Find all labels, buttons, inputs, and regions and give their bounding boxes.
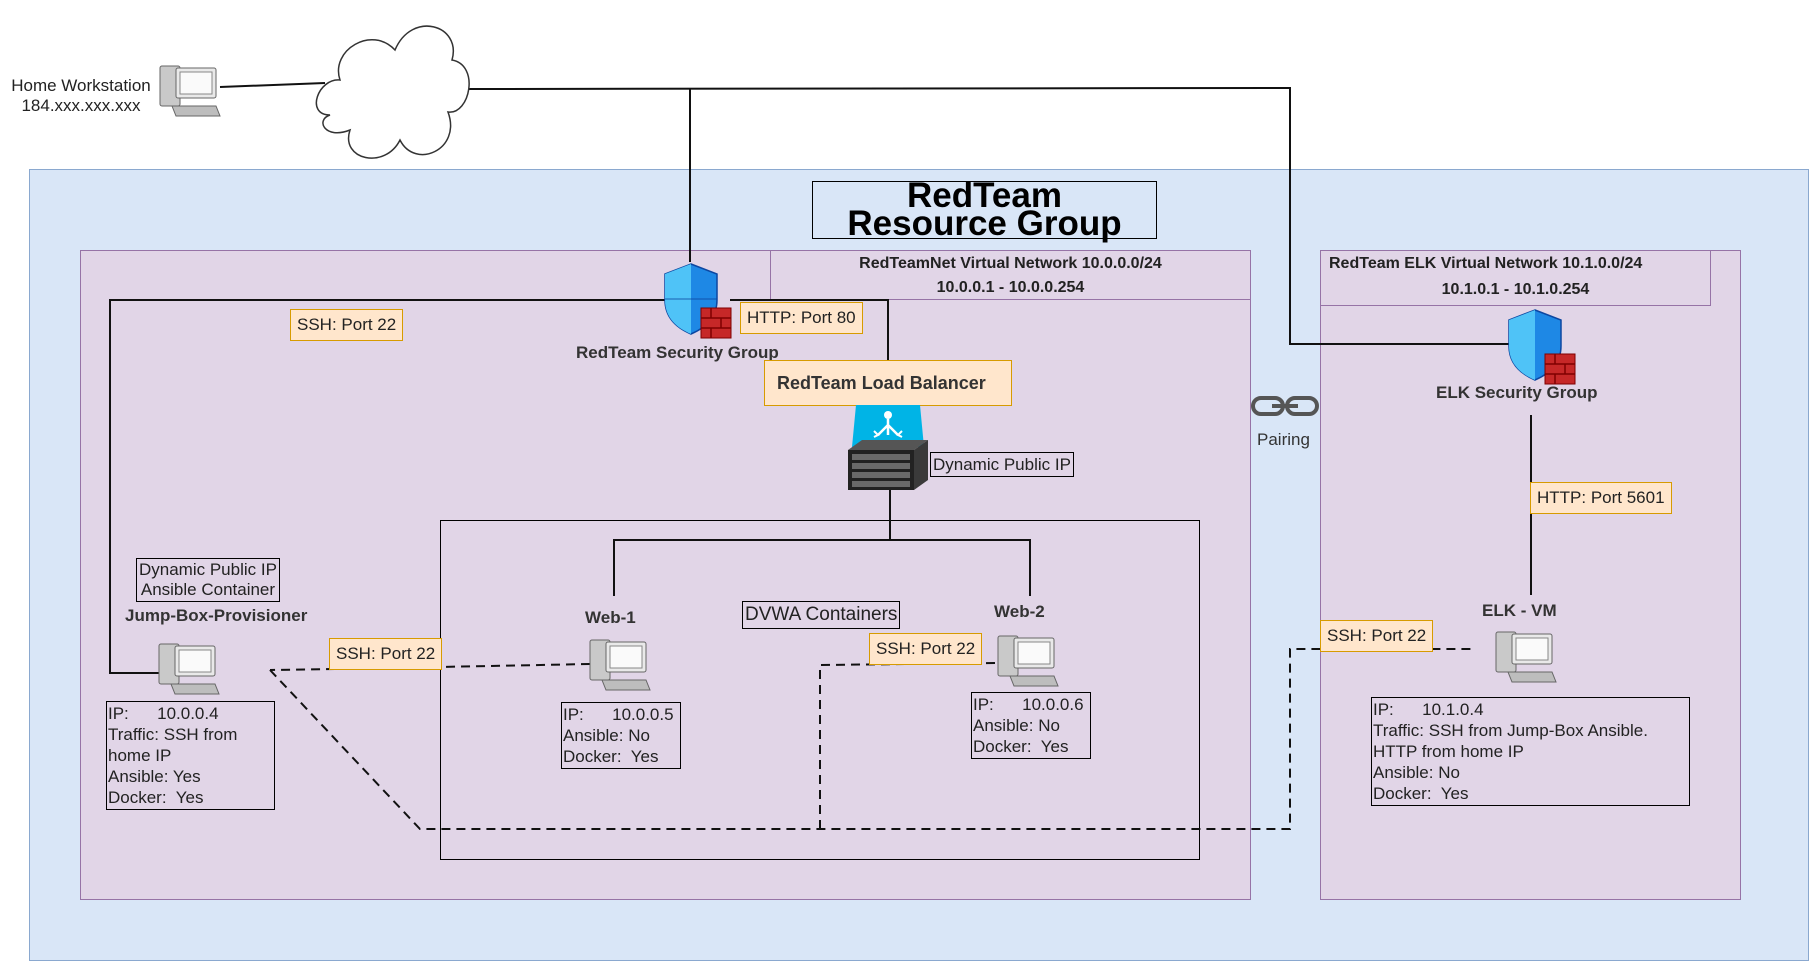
elk-vnet-header: RedTeam ELK Virtual Network 10.1.0.0/24 … xyxy=(1320,250,1711,306)
elk-vm-ip: IP: 10.1.0.4 xyxy=(1373,700,1484,719)
resource-group-title-line1: RedTeam xyxy=(907,176,1062,215)
redteam-vnet-range: 10.0.0.1 - 10.0.0.254 xyxy=(936,279,1085,296)
pairing-link-icon xyxy=(1251,396,1319,416)
load-balancer-icon xyxy=(852,405,924,447)
web1-ansible: Ansible: No xyxy=(563,726,650,745)
redteam-vnet-title: RedTeamNet Virtual Network 10.0.0.0/24 xyxy=(859,255,1162,272)
pairing-label: Pairing xyxy=(1257,430,1310,449)
web2-name: Web-2 xyxy=(994,602,1045,621)
redteam-security-group-label: RedTeam Security Group xyxy=(576,343,779,362)
redteam-load-balancer-label: RedTeam Load Balancer xyxy=(777,373,986,393)
elk-vm-info: IP: 10.1.0.4 Traffic: SSH from Jump-Box … xyxy=(1371,697,1690,806)
web1-info: IP: 10.0.0.5 Ansible: No Docker: Yes xyxy=(561,702,681,769)
server-icon xyxy=(848,440,928,490)
internet-bus-line xyxy=(457,86,1510,345)
home-workstation-icon xyxy=(159,65,221,117)
elk-vm-docker: Docker: Yes xyxy=(1373,784,1469,803)
jumpbox-ansible: Ansible: Yes xyxy=(108,767,201,786)
elk-vm-name: ELK - VM xyxy=(1482,601,1557,620)
jumpbox-docker: Docker: Yes xyxy=(108,788,204,807)
resource-group-title-line2: Resource Group xyxy=(847,204,1122,243)
dvwa-containers-label: DVWA Containers xyxy=(742,601,901,629)
ssh-dashed-bus-line xyxy=(269,648,1476,830)
sg-jumpbox-line xyxy=(109,299,665,674)
redteam-vnet-header: RedTeamNet Virtual Network 10.0.0.0/24 1… xyxy=(770,250,1251,300)
elk-vnet-title: RedTeam ELK Virtual Network 10.1.0.0/24 xyxy=(1329,255,1643,272)
jumpbox-tag-line1: Dynamic Public IP xyxy=(139,560,277,579)
jumpbox-traffic: Traffic: SSH from xyxy=(108,725,238,744)
web2-ip: IP: 10.0.0.6 xyxy=(973,695,1084,714)
web2-computer-icon xyxy=(997,635,1059,687)
jumpbox-tag: Dynamic Public IP Ansible Container xyxy=(136,558,280,602)
ssh-port-22-elk: SSH: Port 22 xyxy=(1320,620,1434,652)
elk-security-group-label: ELK Security Group xyxy=(1436,383,1598,402)
web1-computer-icon xyxy=(589,639,651,691)
ssh-port-22-web2: SSH: Port 22 xyxy=(869,633,983,665)
web1-name: Web-1 xyxy=(585,608,636,627)
redteam-security-group-shield-icon xyxy=(664,263,732,339)
resource-group-title: RedTeam Resource Group xyxy=(812,176,1157,243)
elk-vm-computer-icon xyxy=(1495,631,1557,683)
jumpbox-name: Jump-Box-Provisioner xyxy=(125,606,308,625)
jumpbox-ip: IP: 10.0.0.4 xyxy=(108,704,219,723)
ssh-port-22-top: SSH: Port 22 xyxy=(290,309,404,341)
web1-ip: IP: 10.0.0.5 xyxy=(563,705,674,724)
sg-lb-line xyxy=(730,299,889,360)
internet-cloud-icon xyxy=(315,25,470,159)
dvwa-container-boundary xyxy=(440,520,1200,860)
web1-docker: Docker: Yes xyxy=(563,747,659,766)
home-cloud-line xyxy=(219,82,326,88)
elk-vm-traffic-cont: HTTP from home IP xyxy=(1373,742,1524,761)
home-workstation-label: Home Workstation 184.xxx.xxx.xxx xyxy=(6,76,156,116)
http-port-80: HTTP: Port 80 xyxy=(740,302,863,334)
elk-security-group-shield-icon xyxy=(1508,309,1576,385)
home-workstation-ip: 184.xxx.xxx.xxx xyxy=(21,96,141,115)
elk-vnet-range: 10.1.0.1 - 10.1.0.254 xyxy=(1441,281,1590,298)
web2-info: IP: 10.0.0.6 Ansible: No Docker: Yes xyxy=(971,692,1091,759)
jumpbox-computer-icon xyxy=(158,643,220,695)
web-bus-line xyxy=(613,539,1031,596)
redteam-vnet-area xyxy=(80,250,1251,900)
jumpbox-info: IP: 10.0.0.4 Traffic: SSH from home IP A… xyxy=(106,701,275,810)
http-port-5601: HTTP: Port 5601 xyxy=(1530,482,1672,514)
jumpbox-traffic-cont: home IP xyxy=(108,746,172,765)
elk-vm-traffic: Traffic: SSH from Jump-Box Ansible. xyxy=(1373,721,1648,740)
web2-ansible: Ansible: No xyxy=(973,716,1060,735)
web2-docker: Docker: Yes xyxy=(973,737,1069,756)
home-workstation-name: Home Workstation xyxy=(11,76,151,95)
elk-vm-ansible: Ansible: No xyxy=(1373,763,1460,782)
jumpbox-tag-line2: Ansible Container xyxy=(140,580,276,599)
ssh-port-22-jumpbox: SSH: Port 22 xyxy=(329,638,443,670)
lb-dynamic-public-ip: Dynamic Public IP xyxy=(930,452,1074,477)
redteam-load-balancer: RedTeam Load Balancer xyxy=(764,360,1012,406)
